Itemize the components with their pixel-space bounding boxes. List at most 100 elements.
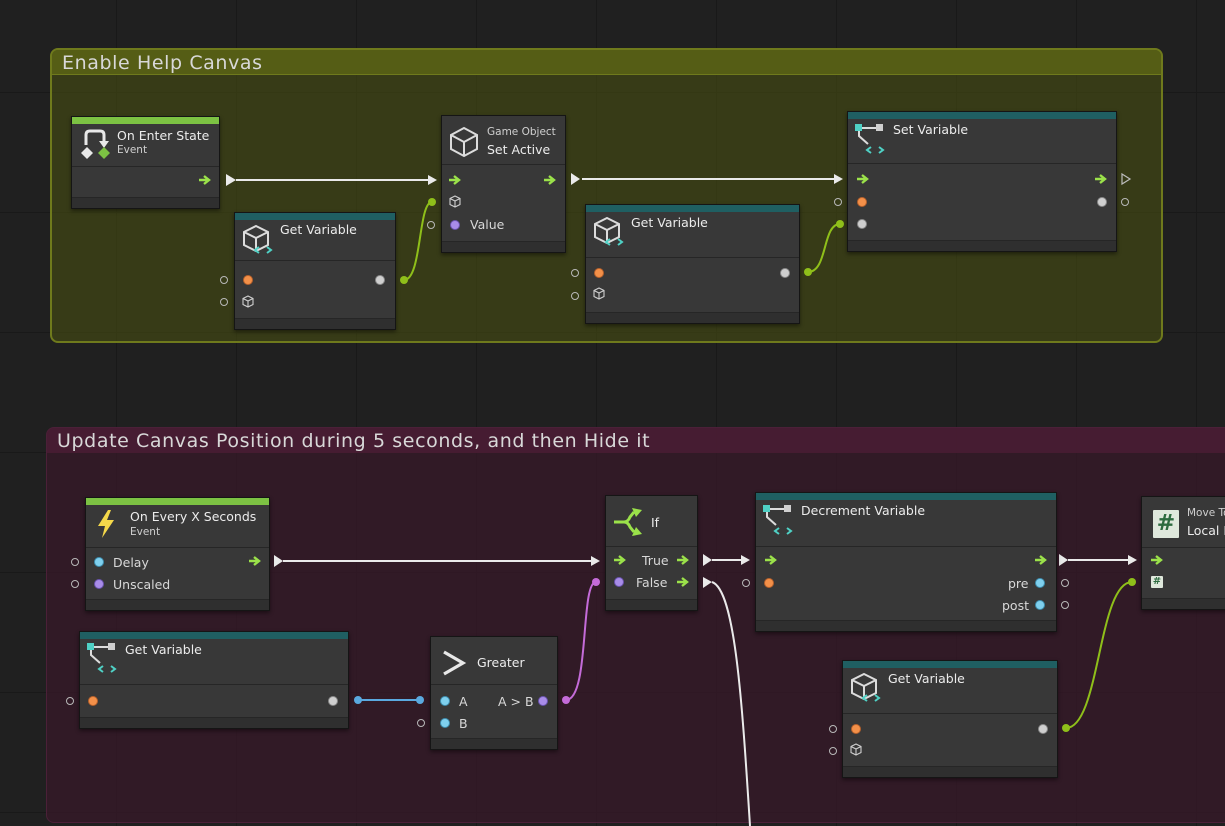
connector-hollow[interactable] [1061,579,1069,587]
value-wire [807,223,841,273]
node-on-every-x-seconds[interactable]: On Every X Seconds Event Delay Unscaled [71,497,270,611]
bool-port[interactable] [614,577,624,587]
node-set-variable[interactable]: Set Variable [834,111,1129,252]
connector-hollow[interactable] [220,276,228,284]
wire-dot [1062,724,1070,732]
flow-in-port[interactable] [1150,554,1164,566]
number-out-port[interactable] [1035,578,1045,588]
flow-in-port[interactable] [448,174,462,186]
connector-hollow[interactable] [571,269,579,277]
flow-in-port[interactable] [764,554,778,566]
cube-icon [593,287,605,300]
connector-hollow[interactable] [1061,601,1069,609]
lightning-icon [98,510,114,538]
node-move-to[interactable]: # Move To Local E # [1141,496,1225,610]
node-footer [86,599,269,610]
flow-in-port[interactable] [613,554,627,566]
node-stripe [86,498,269,505]
group-title: Enable Help Canvas [62,52,263,74]
value-out-port[interactable] [375,275,385,285]
flow-out-port[interactable] [1034,554,1048,566]
flow-out-port[interactable] [1094,173,1108,185]
connector-hollow[interactable] [417,719,425,727]
object-port[interactable] [857,197,867,207]
bool-out-port[interactable] [538,696,548,706]
object-port[interactable] [764,578,774,588]
hash-icon: # [1153,510,1179,538]
node-category: Game Object [487,126,556,138]
cube-icon [449,195,461,208]
flow-arrow [591,556,600,566]
flow-arrow [703,577,712,588]
flow-arrow [834,174,843,184]
port-label: A > B [498,694,534,709]
flow-arrow [703,554,712,566]
flow-out-port[interactable] [248,555,262,567]
node-greater[interactable]: Greater A A > B B [417,636,558,750]
flow-out-port[interactable] [198,174,212,186]
port-label: True [642,553,669,568]
object-port[interactable] [88,696,98,706]
connector-hollow[interactable] [427,221,435,229]
connector-hollow[interactable] [71,580,79,588]
flow-out-port[interactable] [543,174,557,186]
node-get-variable[interactable]: Get Variable [220,212,396,330]
connector-hollow[interactable] [1121,198,1129,206]
node-stripe [848,112,1116,119]
connector-hollow[interactable] [66,697,74,705]
connector-hollow[interactable] [742,579,750,587]
port-label: pre [1008,576,1029,591]
object-port[interactable] [851,724,861,734]
node-title: Get Variable [125,642,202,657]
node-set-active[interactable]: Game Object Set Active Value [427,115,566,253]
node-title: On Every X Seconds [130,509,257,524]
object-port[interactable] [594,268,604,278]
flow-arrow [741,555,750,565]
object-port[interactable] [243,275,253,285]
node-footer [72,197,219,208]
node-stripe [586,205,799,212]
flow-in-port[interactable] [856,173,870,185]
cube-variable-icon [851,672,881,702]
number-port[interactable] [440,696,450,706]
node-get-variable[interactable]: Get Variable [571,204,800,324]
node-get-variable[interactable]: Get Variable [66,631,349,729]
number-out-port[interactable] [1035,600,1045,610]
node-footer [1142,598,1225,609]
flow-true-port[interactable] [676,554,690,566]
connector-hollow[interactable] [829,725,837,733]
wire-dot [804,268,812,276]
value-out-port[interactable] [1038,724,1048,734]
connector-hollow[interactable] [220,298,228,306]
value-out-port[interactable] [1097,197,1107,207]
node-title: If [651,515,660,530]
wire-dot [562,696,570,704]
connector-hollow[interactable] [71,558,79,566]
number-port[interactable] [440,718,450,728]
node-on-enter-state[interactable]: On Enter State Event [71,116,220,209]
node-subtitle: Event [130,526,161,538]
flow-false-port[interactable] [676,576,690,588]
flow-arrow-hollow [1121,172,1132,186]
port-label: Value [470,217,505,232]
cube-icon [850,743,862,756]
number-port[interactable] [94,557,104,567]
state-transition-icon [81,129,110,159]
hash-port-icon[interactable]: # [1151,576,1163,588]
node-title: Greater [477,655,525,670]
node-get-variable[interactable]: Get Variable [829,660,1058,778]
node-decrement-variable[interactable]: Decrement Variable pre post [742,492,1069,632]
value-out-port[interactable] [780,268,790,278]
value-in-port[interactable] [857,219,867,229]
value-wire [565,581,597,701]
connector-hollow[interactable] [829,747,837,755]
connector-hollow[interactable] [834,198,842,206]
node-if[interactable]: If True False [605,495,698,611]
value-out-port[interactable] [328,696,338,706]
node-title: Get Variable [888,671,965,686]
node-title: Get Variable [280,222,357,237]
node-footer [431,738,557,749]
connector-hollow[interactable] [571,292,579,300]
bool-port[interactable] [450,220,460,230]
bool-port[interactable] [94,579,104,589]
